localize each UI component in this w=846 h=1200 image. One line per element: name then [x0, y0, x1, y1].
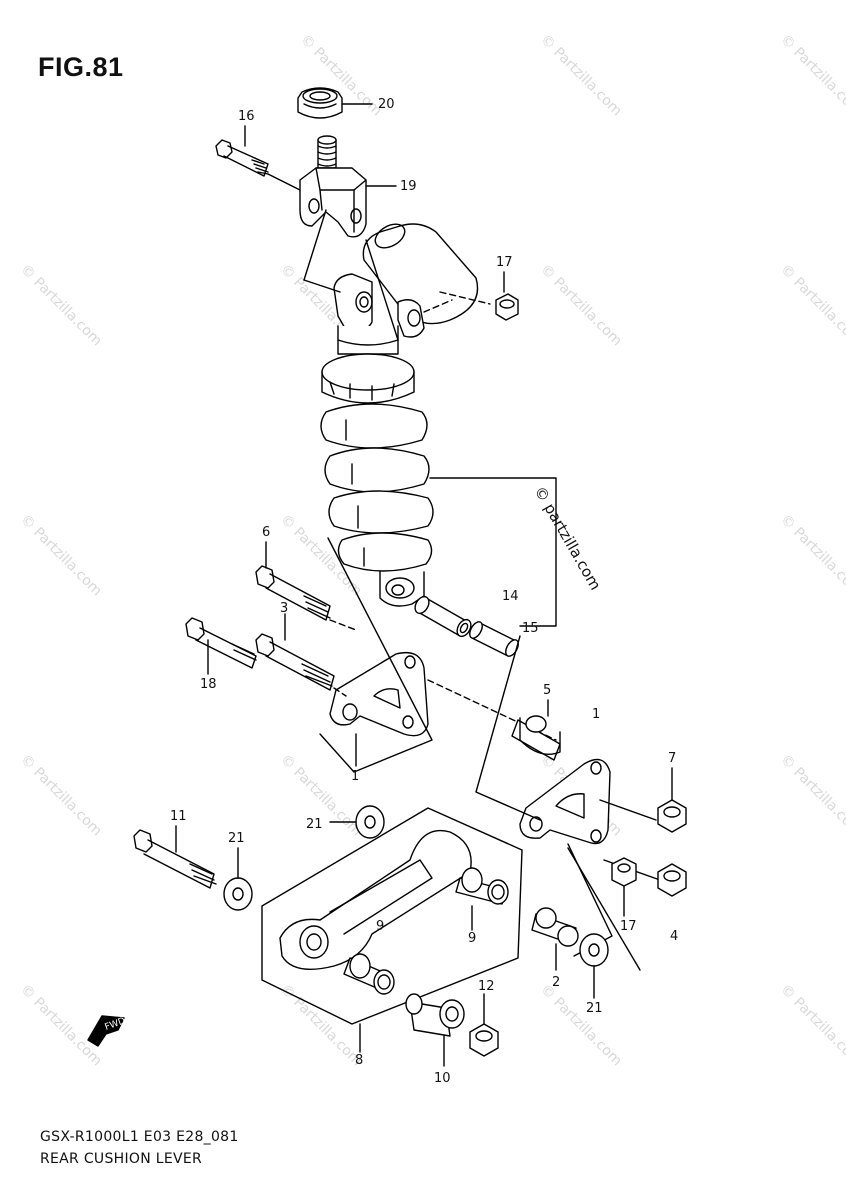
part-6-bolt[interactable]	[255, 565, 331, 621]
callout-12[interactable]: 12	[478, 979, 495, 994]
part-8-lever[interactable]	[261, 807, 523, 1025]
callout-15[interactable]: 15	[522, 621, 539, 636]
part-17-nut-lower[interactable]	[611, 857, 637, 887]
callout-7[interactable]: 7	[668, 751, 676, 766]
part-14-bearing[interactable]	[412, 594, 473, 639]
part-9-bearing-right[interactable]	[455, 867, 509, 905]
part-21-washer-left[interactable]	[223, 877, 253, 911]
shock-absorber[interactable]	[320, 219, 479, 607]
callout-9[interactable]: 9	[468, 931, 476, 946]
part-16-bolt[interactable]	[215, 139, 269, 177]
callout-16[interactable]: 16	[238, 109, 255, 124]
callout-4[interactable]: 4	[670, 929, 678, 944]
callout-8[interactable]: 8	[355, 1053, 363, 1068]
callout-20[interactable]: 20	[378, 97, 395, 112]
part-1-bracket-right[interactable]	[519, 758, 611, 845]
callout-10[interactable]: 10	[434, 1071, 451, 1086]
part-11-bolt[interactable]	[133, 829, 217, 889]
part-7-nut[interactable]	[657, 799, 687, 833]
part-group-name: REAR CUSHION LEVER	[40, 1151, 203, 1167]
callout-17[interactable]: 17	[620, 919, 637, 934]
part-10-collar[interactable]	[405, 993, 465, 1037]
callout-3[interactable]: 3	[280, 601, 288, 616]
part-4-nut[interactable]	[657, 863, 687, 897]
part-3-bolt[interactable]	[255, 633, 335, 691]
part-21-washer-right[interactable]	[579, 933, 609, 967]
part-2-spacer[interactable]	[531, 907, 579, 947]
callout-1[interactable]: 1	[592, 707, 600, 722]
part-15-collar[interactable]	[467, 620, 521, 659]
callout-9[interactable]: 9	[376, 919, 384, 934]
model-code: GSX-R1000L1 E03 E28_081	[40, 1129, 239, 1145]
part-19-upper-mount[interactable]	[299, 135, 367, 238]
callout-2[interactable]: 2	[552, 975, 560, 990]
part-17-nut-upper[interactable]	[495, 293, 519, 321]
callout-21[interactable]: 21	[586, 1001, 603, 1016]
front-arrow-icon: FWD	[87, 1015, 127, 1047]
callout-5[interactable]: 5	[543, 683, 551, 698]
figure-title: FIG.81	[38, 52, 124, 82]
callout-1[interactable]: 1	[351, 769, 359, 784]
part-5-spacer[interactable]	[511, 715, 561, 761]
callout-18[interactable]: 18	[200, 677, 217, 692]
callout-21[interactable]: 21	[306, 817, 323, 832]
callout-17[interactable]: 17	[496, 255, 513, 270]
part-20-bushing[interactable]	[297, 87, 343, 119]
callout-14[interactable]: 14	[502, 589, 519, 604]
part-1-bracket-left[interactable]	[329, 651, 429, 737]
callout-19[interactable]: 19	[400, 179, 417, 194]
part-18-bolt[interactable]	[185, 617, 257, 669]
part-9-bearing-left[interactable]	[343, 953, 395, 995]
callout-21[interactable]: 21	[228, 831, 245, 846]
part-21-washer-upper[interactable]	[355, 805, 385, 839]
callout-11[interactable]: 11	[170, 809, 187, 824]
callout-6[interactable]: 6	[262, 525, 270, 540]
part-12-nut[interactable]	[469, 1023, 499, 1057]
